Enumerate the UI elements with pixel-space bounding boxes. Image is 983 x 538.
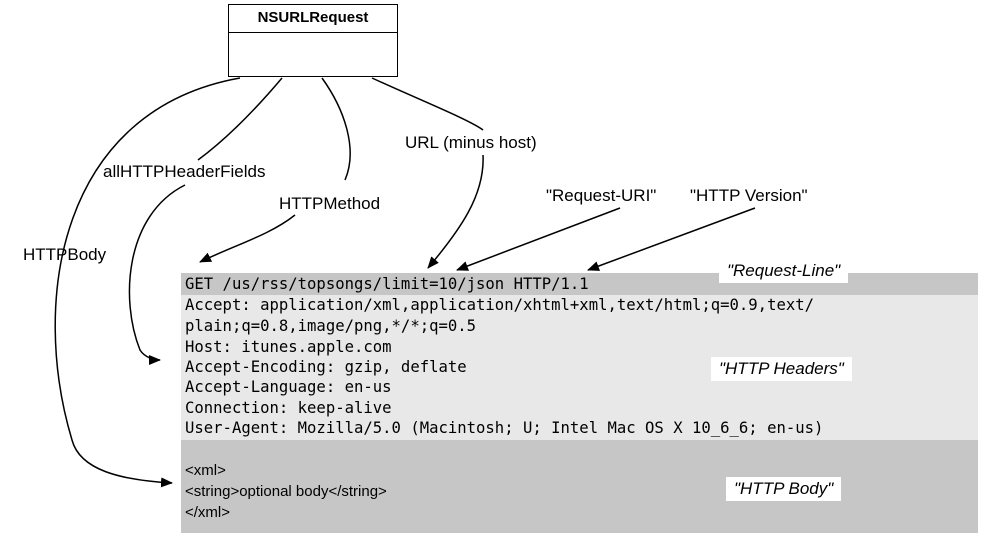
- headers-tag: "HTTP Headers": [711, 357, 852, 381]
- method-label: HTTPMethod: [279, 194, 381, 213]
- method-connector-lower: [199, 214, 296, 263]
- header-line: Accept-Encoding: gzip, deflate: [185, 358, 467, 376]
- request-uri-label: "Request-URI": [546, 186, 657, 205]
- url-connector-lower: [427, 154, 484, 269]
- class-name: NSURLRequest: [229, 5, 397, 33]
- header-line: Connection: keep-alive: [185, 399, 392, 417]
- body-band: [181, 440, 978, 533]
- body-tag: "HTTP Body": [726, 477, 842, 501]
- headers-connector-upper: [197, 77, 283, 161]
- header-line: Accept-Language: en-us: [185, 378, 392, 396]
- body-connector: [54, 77, 241, 488]
- request-line-tag: "Request-Line": [719, 259, 849, 283]
- header-line: Host: itunes.apple.com: [185, 338, 392, 356]
- nsurlrequest-class-box: NSURLRequest: [228, 4, 398, 77]
- body-line: <xml>: [185, 462, 226, 479]
- header-fields-label: allHTTPHeaderFields: [103, 162, 266, 181]
- header-line: plain;q=0.8,image/png,*/*;q=0.5: [185, 317, 477, 335]
- url-connector-upper: [371, 77, 484, 131]
- request-uri-connector: [456, 207, 621, 271]
- url-label: URL (minus host): [405, 133, 537, 152]
- header-line: User-Agent: Mozilla/5.0 (Macintosh; U; I…: [185, 419, 824, 437]
- headers-connector-lower: [128, 184, 186, 365]
- http-version-connector: [587, 207, 756, 271]
- body-line: </xml>: [185, 504, 231, 521]
- header-line: Accept: application/xml,application/xhtm…: [185, 296, 815, 314]
- method-connector-upper: [321, 77, 351, 181]
- http-version-label: "HTTP Version": [690, 186, 808, 205]
- body-line: <string>optional body</string>: [185, 483, 387, 500]
- body-label: HTTPBody: [23, 245, 107, 264]
- request-line-text: GET /us/rss/topsongs/limit=10/json HTTP/…: [185, 275, 589, 293]
